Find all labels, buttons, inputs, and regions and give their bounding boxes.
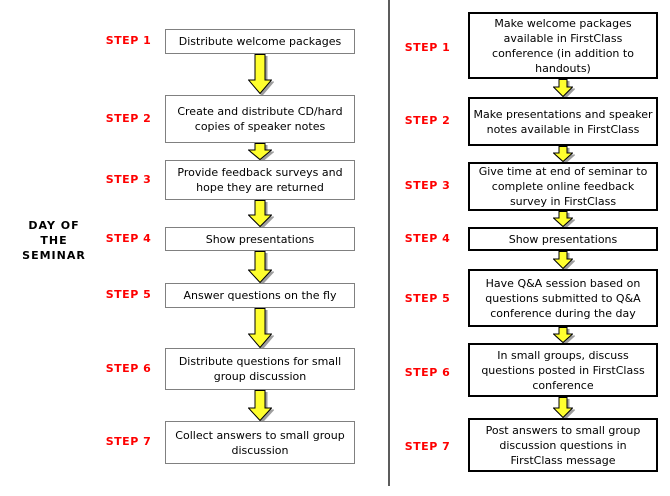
left-step-6-text: Distribute questions for small group dis…	[178, 355, 342, 383]
right-step-6-text: In small groups, discuss questions poste…	[481, 348, 645, 392]
left-step-2-text: Create and distribute CD/hard copies of …	[177, 105, 343, 133]
right-step-4-box: Show presentations	[468, 227, 658, 251]
down-arrow-icon	[553, 397, 573, 418]
left-step-3-label: STEP 3	[105, 173, 152, 186]
left-step-7-text: Collect answers to small group discussio…	[175, 428, 345, 457]
right-step-2-text: Make presentations and speaker notes ava…	[473, 107, 653, 136]
down-arrow-icon	[553, 146, 573, 162]
down-arrow-icon	[248, 200, 272, 227]
column-divider-line	[388, 0, 390, 486]
down-arrow-icon	[553, 327, 573, 343]
left-step-3-box: Provide feedback surveys and hope they a…	[165, 160, 355, 200]
down-arrow-icon	[248, 143, 272, 160]
left-step-5-box: Answer questions on the fly	[165, 283, 355, 308]
left-step-4-label: STEP 4	[105, 232, 152, 245]
left-step-1-text: Distribute welcome packages	[178, 35, 342, 48]
left-step-2-label: STEP 2	[105, 112, 152, 125]
right-step-4-label: STEP 4	[404, 232, 451, 245]
right-step-1-box: Make welcome packages available in First…	[468, 12, 658, 79]
right-step-5-label: STEP 5	[404, 292, 451, 305]
right-step-4-text: Show presentations	[508, 232, 618, 246]
day-of-seminar-label: DAY OF THE SEMINAR	[22, 219, 86, 262]
left-step-7-box: Collect answers to small group discussio…	[165, 421, 355, 464]
left-step-4-box: Show presentations	[165, 227, 355, 251]
left-step-1-box: Distribute welcome packages	[165, 29, 355, 54]
right-step-6-box: In small groups, discuss questions poste…	[468, 343, 658, 397]
right-step-6-label: STEP 6	[404, 366, 451, 379]
right-step-3-text: Give time at end of seminar to complete …	[478, 165, 648, 208]
left-step-4-text: Show presentations	[205, 232, 315, 246]
right-step-1-label: STEP 1	[404, 41, 451, 54]
right-step-7-label: STEP 7	[404, 440, 451, 453]
right-step-5-text: Have Q&A session based on questions subm…	[485, 276, 641, 320]
left-step-5-label: STEP 5	[105, 288, 152, 301]
right-step-2-label: STEP 2	[404, 114, 451, 127]
down-arrow-icon	[248, 390, 272, 421]
right-step-3-box: Give time at end of seminar to complete …	[468, 162, 658, 211]
left-step-6-label: STEP 6	[105, 362, 152, 375]
right-step-2-box: Make presentations and speaker notes ava…	[468, 97, 658, 146]
left-step-1-label: STEP 1	[105, 34, 152, 47]
down-arrow-icon	[248, 54, 272, 94]
down-arrow-icon	[553, 251, 573, 269]
left-step-3-text: Provide feedback surveys and hope they a…	[177, 166, 343, 194]
down-arrow-icon	[553, 79, 573, 97]
down-arrow-icon	[248, 251, 272, 283]
right-step-1-text: Make welcome packages available in First…	[492, 16, 634, 75]
left-step-6-box: Distribute questions for small group dis…	[165, 348, 355, 390]
left-step-7-label: STEP 7	[105, 435, 152, 448]
down-arrow-icon	[248, 308, 272, 348]
left-step-2-box: Create and distribute CD/hard copies of …	[165, 95, 355, 143]
right-step-7-box: Post answers to small group discussion q…	[468, 418, 658, 472]
right-step-5-box: Have Q&A session based on questions subm…	[468, 269, 658, 327]
right-step-7-text: Post answers to small group discussion q…	[485, 423, 641, 467]
right-step-3-label: STEP 3	[404, 179, 451, 192]
left-step-5-text: Answer questions on the fly	[183, 289, 337, 302]
down-arrow-icon	[553, 211, 573, 227]
